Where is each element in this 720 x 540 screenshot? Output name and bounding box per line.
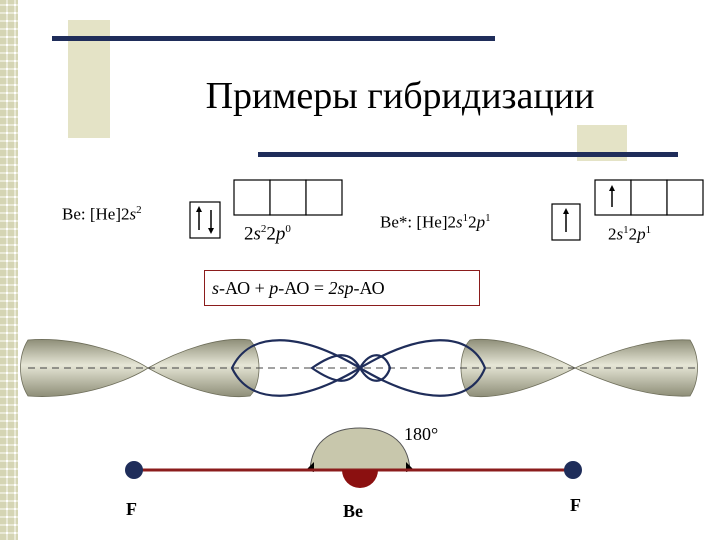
- decorative-bar-top: [52, 36, 495, 41]
- atom-f-right: [564, 461, 582, 479]
- atom-label-f-left: F: [126, 499, 137, 519]
- be-s-orbital-cell: [189, 201, 221, 239]
- decorative-bar-bottom: [258, 152, 678, 157]
- angle-label: 180°: [404, 424, 439, 444]
- hybrid-orbital-lobes: [20, 338, 698, 398]
- atom-f-left: [125, 461, 143, 479]
- be-p-orbital-cells: [233, 179, 343, 216]
- atom-label-f-right: F: [570, 495, 581, 515]
- bestar-s-orbital-cell: [551, 203, 581, 241]
- hybridization-equation-box: [204, 270, 480, 306]
- bestar-p-orbital-cells: [594, 179, 704, 216]
- be-electron-config: Be: [He]2s2: [62, 204, 142, 224]
- hybrid-orbital-outlines: [230, 339, 487, 397]
- slide-title: Примеры гибридизации: [205, 75, 595, 117]
- hybridization-equation: s-АО + p-АО = 2sp-АО: [212, 278, 385, 298]
- atom-be: [342, 470, 378, 488]
- atom-label-be: Be: [343, 501, 363, 521]
- be-excited-orbital-config: 2s12p1: [608, 224, 652, 244]
- decorative-stripe: [0, 0, 18, 540]
- angle-arc: [309, 427, 411, 471]
- be-excited-electron-config: Be*: [He]2s12p1: [380, 212, 491, 232]
- be-orbital-config: 2s22p0: [244, 223, 291, 245]
